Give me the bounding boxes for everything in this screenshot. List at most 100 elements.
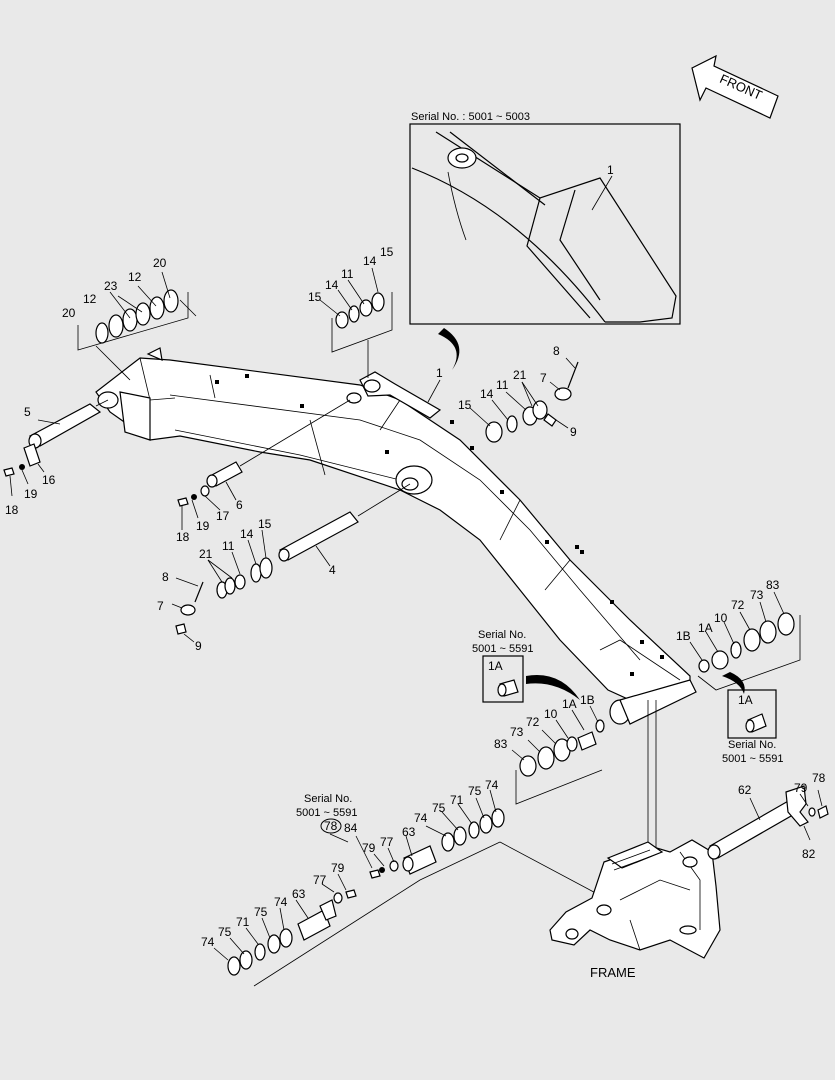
callout-10-right: 10: [714, 611, 728, 625]
front-arrow-icon: FRONT: [691, 54, 779, 119]
callout-74-lower-right: 74: [274, 895, 288, 909]
boom-bolt-dots: [215, 374, 664, 676]
callout-83-left: 83: [494, 737, 508, 751]
callout-15-boom: 15: [458, 398, 472, 412]
detail-inset-serial-5001-5003: Serial No. : 5001 ~ 5003 1: [409, 111, 681, 325]
callout-79-lower: 79: [331, 861, 345, 875]
inset-pointer-arrow: [438, 328, 460, 370]
callout-15-lower: 15: [258, 517, 272, 531]
cylinder-pin-upper-group: Serial No. 5001 ~ 5591 78 84 79 77 63 74…: [296, 778, 505, 879]
callout-14-lower: 14: [240, 527, 254, 541]
callout-19-center: 19: [196, 519, 210, 533]
callout-8-lower: 8: [162, 570, 169, 584]
callout-1a-box-left: 1A: [488, 659, 503, 673]
callout-12-left: 12: [83, 292, 97, 306]
callout-78-right: 78: [812, 771, 826, 785]
frame-structure: FRAME: [549, 839, 721, 980]
callout-1b-left: 1B: [580, 693, 595, 707]
callout-1a-left: 1A: [562, 697, 577, 711]
callout-71-lower: 71: [236, 915, 250, 929]
callout-75-upper-left: 75: [432, 801, 446, 815]
callout-1a-box-right: 1A: [738, 693, 753, 707]
callout-11-upper: 11: [341, 267, 354, 281]
callout-9-lower: 9: [195, 639, 202, 653]
callout-7-boom: 7: [540, 371, 547, 385]
callout-11-boom: 11: [496, 378, 509, 392]
callout-16: 16: [42, 473, 56, 487]
callout-78-circled-ring: [320, 818, 342, 834]
pin-4-group: 4: [278, 483, 411, 577]
callout-74-upper-left: 74: [414, 811, 428, 825]
pin-6-group: 6 17 19 18: [176, 399, 351, 544]
callout-83-right: 83: [766, 578, 780, 592]
callout-77-center: 77: [380, 835, 394, 849]
callout-75-lower-right: 75: [254, 905, 268, 919]
serial-note-1a-left: Serial No. 5001 ~ 5591 1A: [472, 629, 580, 703]
callout-20-right: 20: [153, 256, 167, 270]
ring-stack-tip-left: 83 73 72 10 1A 1B: [494, 693, 605, 805]
callout-11-lower: 11: [222, 539, 235, 553]
serial-caption-bottom: Serial No.: [304, 793, 352, 805]
pin-62-group: 62 79 78 82: [707, 771, 829, 861]
serial-caption-left: Serial No.: [478, 629, 526, 641]
callout-77-lower: 77: [313, 873, 327, 887]
callout-4: 4: [329, 563, 336, 577]
callout-75-upper-right: 75: [468, 784, 482, 798]
ring-stack-tip-right: 1B 1A 10 72 73 83: [676, 578, 801, 691]
callout-73-left: 73: [510, 725, 524, 739]
callout-84: 84: [344, 821, 358, 835]
pin-5-group: 5 16 19 18: [3, 399, 109, 517]
callout-79-center: 79: [362, 841, 376, 855]
callout-1a-right: 1A: [698, 621, 713, 635]
callout-73-right: 73: [750, 588, 764, 602]
callout-71-upper: 71: [450, 793, 464, 807]
callout-79-right: 79: [794, 781, 808, 795]
callout-12-right: 12: [128, 270, 142, 284]
serial-note-1a-right: 1A Serial No. 5001 ~ 5591: [722, 672, 783, 765]
ring-stack-foot: 20 12 23 12 20: [62, 256, 197, 381]
callout-1b-right: 1B: [676, 629, 691, 643]
callout-6: 6: [236, 498, 243, 512]
callout-63-lower: 63: [292, 887, 306, 901]
serial-range-left: 5001 ~ 5591: [472, 643, 533, 655]
callout-14-upper-right: 14: [363, 254, 377, 268]
callout-82: 82: [802, 847, 816, 861]
inset-serial-caption: Serial No. : 5001 ~ 5003: [411, 111, 530, 123]
callout-14-boom: 14: [480, 387, 494, 401]
callout-5: 5: [24, 405, 31, 419]
callout-1-inset: 1: [607, 163, 614, 177]
ring-stack-lower-left: 21 11 14 15 8 7 9: [157, 517, 273, 653]
callout-10-left: 10: [544, 707, 558, 721]
callout-8-boom: 8: [553, 344, 560, 358]
callout-21-boom: 21: [513, 368, 527, 382]
callout-78-circled: 78: [324, 819, 338, 833]
callout-18-left: 18: [5, 503, 19, 517]
callout-74-upper-right: 74: [485, 778, 499, 792]
callout-21-lower: 21: [199, 547, 213, 561]
callout-15-upper: 15: [308, 290, 322, 304]
ring-stack-upper-lug: 15 14 11 14 15: [308, 245, 394, 378]
callout-9-boom: 9: [570, 425, 577, 439]
serial-caption-right: Serial No.: [728, 739, 776, 751]
callout-72-right: 72: [731, 598, 745, 612]
callout-23: 23: [104, 279, 118, 293]
ring-stack-boom-right: 15 14 11 21 7 8 9: [458, 344, 579, 443]
callout-74-lower-left: 74: [201, 935, 215, 949]
callout-14-upper: 14: [325, 278, 339, 292]
cylinder-pin-lower-group: 74 75 71 75 74 63 77 79: [201, 861, 357, 976]
frame-label: FRAME: [590, 965, 636, 980]
callout-75-lower-left: 75: [218, 925, 232, 939]
callout-62: 62: [738, 783, 752, 797]
callout-72-left: 72: [526, 715, 540, 729]
callout-20-left: 20: [62, 306, 76, 320]
serial-range-bottom: 5001 ~ 5591: [296, 807, 357, 819]
callout-19-left: 19: [24, 487, 38, 501]
callout-7-lower: 7: [157, 599, 164, 613]
callout-18-center: 18: [176, 530, 190, 544]
serial-range-right: 5001 ~ 5591: [722, 753, 783, 765]
callout-15-upper-right: 15: [380, 245, 394, 259]
callout-63-upper: 63: [402, 825, 416, 839]
callout-1-boom: 1: [436, 366, 443, 380]
callout-17: 17: [216, 509, 230, 523]
